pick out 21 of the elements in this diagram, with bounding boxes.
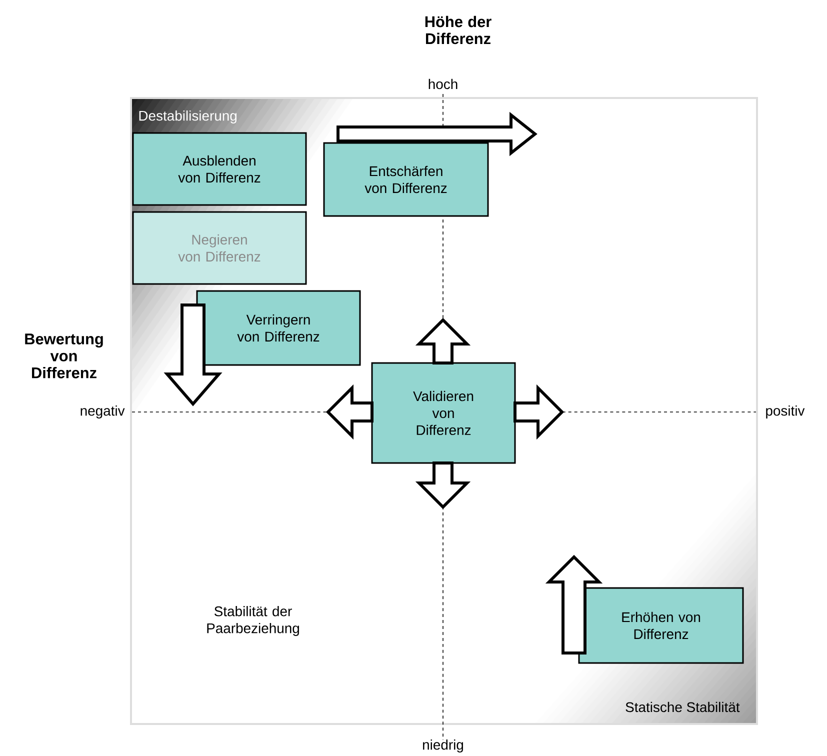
axis-label: Höhe der Differenz <box>425 16 492 44</box>
axis-label: hoch <box>428 78 458 90</box>
process-box: Verringern von Differenz <box>196 290 361 366</box>
axis-label: Statische Stabilität <box>626 702 740 712</box>
block-arrow <box>415 318 471 364</box>
axis-label: Stabilität der Paarbeziehung <box>207 606 299 636</box>
process-box: Negieren von Differenz <box>132 211 307 285</box>
block-arrow <box>336 112 538 156</box>
process-box: Erhöhen von Differenz <box>578 587 744 664</box>
block-arrow <box>514 384 564 440</box>
block-arrow <box>326 384 374 440</box>
process-box: Validieren von Differenz <box>371 362 516 464</box>
axis-label: positiv <box>766 406 805 418</box>
axis-label: negativ <box>80 406 125 418</box>
block-arrow <box>415 462 471 510</box>
axis-label: niedrig <box>423 740 464 752</box>
block-arrow <box>545 554 603 654</box>
process-box: Ausblenden von Differenz <box>132 132 307 206</box>
process-box: Entschärfen von Differenz <box>323 142 489 217</box>
block-arrow <box>164 304 222 406</box>
axis-label: Bewertung von Differenz <box>25 334 103 378</box>
